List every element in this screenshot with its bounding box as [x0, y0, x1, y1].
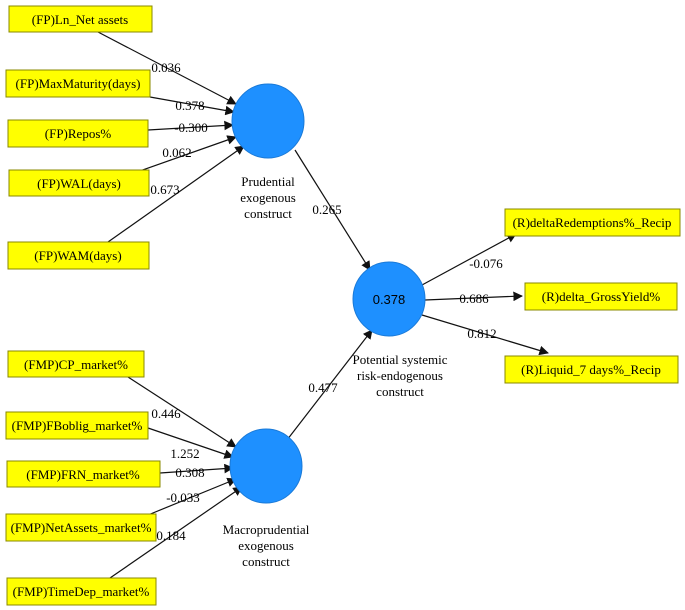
indicator-label: (FP)WAM(days): [34, 248, 121, 263]
indicator-r-liquid-7days: (R)Liquid_7 days%_Recip: [504, 355, 679, 384]
indicator-label: (R)deltaRedemptions%_Recip: [513, 215, 672, 230]
edge-fmp-frn: [159, 463, 234, 474]
construct-systemic: 0.378 Potential systemic risk-endogenous…: [352, 261, 448, 399]
indicator-r-delta-redemptions: (R)deltaRedemptions%_Recip: [504, 208, 681, 237]
construct-prudential-circle: [231, 83, 305, 159]
indicator-fp-repos: (FP)Repos%: [7, 119, 149, 148]
edge-fmp-cp: [127, 376, 237, 448]
indicator-label: (FP)Ln_Net assets: [32, 12, 128, 27]
indicator-fp-ln-net-assets: (FP)Ln_Net assets: [8, 5, 153, 33]
construct-systemic-r2: 0.378: [373, 292, 406, 307]
edge-fp-wam: [107, 145, 245, 243]
indicator-fmp-netassets: (FMP)NetAssets_market%: [5, 513, 157, 542]
indicator-label: (FMP)FBoblig_market%: [12, 418, 143, 433]
path-macroprudential-to-systemic: [286, 329, 373, 441]
construct-prudential-label-3: construct: [244, 206, 292, 221]
construct-systemic-label-3: construct: [376, 384, 424, 399]
construct-macroprudential-circle: [229, 428, 303, 504]
coef-fmp-fboblig: 1.252: [170, 446, 199, 461]
indicator-label: (FMP)NetAssets_market%: [11, 520, 152, 535]
indicator-label: (FMP)TimeDep_market%: [13, 584, 150, 599]
construct-macroprudential: Macroprudential exogenous construct: [223, 428, 310, 569]
path-prudential-to-systemic: [294, 149, 371, 271]
indicator-label: (FP)Repos%: [45, 126, 112, 141]
indicator-fp-wal: (FP)WAL(days): [8, 169, 150, 197]
construct-macroprudential-label-1: Macroprudential: [223, 522, 310, 537]
coef-r-delta-redemptions: -0.076: [469, 256, 503, 271]
coef-fmp-netassets: -0.033: [166, 490, 200, 505]
edge-fp-ln-net-assets: [97, 31, 237, 105]
indicator-fp-maxmaturity: (FP)MaxMaturity(days): [5, 69, 151, 98]
construct-prudential-label-1: Prudential: [241, 174, 295, 189]
construct-systemic-label-1: Potential systemic: [353, 352, 448, 367]
coef-path-prudential: 0.265: [312, 202, 341, 217]
indicator-label: (FMP)FRN_market%: [26, 467, 140, 482]
indicator-label: (FP)WAL(days): [37, 176, 121, 191]
edge-r-liquid-7days: [421, 314, 549, 356]
indicator-fmp-frn: (FMP)FRN_market%: [6, 460, 161, 488]
construct-macroprudential-label-3: construct: [242, 554, 290, 569]
edge-fmp-netassets: [147, 477, 237, 516]
coef-fp-ln-net-assets: 0.036: [151, 60, 181, 75]
coef-fmp-frn: 0.308: [175, 465, 204, 480]
coef-fp-wal: 0.062: [162, 145, 191, 160]
coef-r-delta-grossyield: 0.686: [459, 291, 489, 306]
indicator-fp-wam: (FP)WAM(days): [7, 241, 150, 270]
edges-macroprudential: [109, 376, 243, 579]
coef-path-macroprudential: 0.477: [308, 380, 338, 395]
coef-fp-wam: 0.673: [150, 182, 179, 197]
indicator-label: (FMP)CP_market%: [24, 357, 128, 372]
indicator-label: (R)delta_GrossYield%: [542, 289, 661, 304]
construct-prudential-label-2: exogenous: [240, 190, 296, 205]
construct-systemic-label-2: risk-endogenous: [357, 368, 443, 383]
indicator-label: (FP)MaxMaturity(days): [16, 76, 141, 91]
indicator-r-delta-grossyield: (R)delta_GrossYield%: [524, 282, 678, 311]
edge-fmp-timedep: [109, 486, 243, 579]
coef-fmp-timedep: 0.184: [156, 528, 186, 543]
edge-r-delta-grossyield: [424, 291, 523, 302]
edge-fp-maxmaturity: [149, 96, 235, 116]
coef-r-liquid-7days: 0.812: [467, 326, 496, 341]
edge-r-delta-redemptions: [421, 233, 517, 286]
indicator-fmp-cp: (FMP)CP_market%: [7, 350, 145, 378]
coef-fmp-cp: 0.446: [151, 406, 181, 421]
coef-fp-maxmaturity: 0.378: [175, 98, 204, 113]
indicator-fmp-timedep: (FMP)TimeDep_market%: [6, 577, 157, 606]
indicator-fmp-fboblig: (FMP)FBoblig_market%: [5, 411, 149, 440]
edges-reflective: [421, 233, 549, 356]
construct-prudential: Prudential exogenous construct: [231, 83, 305, 221]
construct-macroprudential-label-2: exogenous: [238, 538, 294, 553]
coef-fp-repos: -0.300: [174, 120, 208, 135]
coefficient-labels: 0.036 0.378 -0.300 0.062 0.673 0.446 1.2…: [150, 60, 503, 543]
construct-systemic-circle: [352, 261, 426, 337]
indicator-label: (R)Liquid_7 days%_Recip: [521, 362, 661, 377]
edge-fmp-fboblig: [147, 427, 234, 459]
edge-fp-repos: [147, 120, 234, 131]
